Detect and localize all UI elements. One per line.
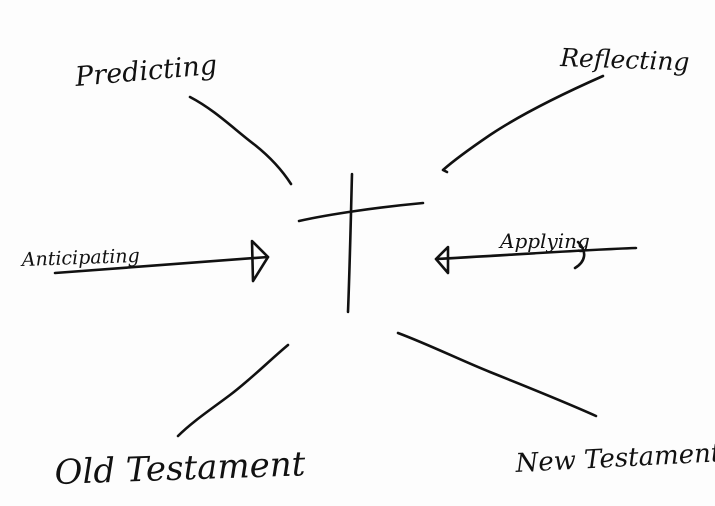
anticipating-arrow (53, 239, 270, 283)
applying-g-descender (573, 240, 586, 270)
applying-arrow (434, 240, 638, 275)
new-testament-connector-line (396, 331, 598, 418)
cross-vertical-beam (346, 172, 354, 314)
cross-horizontal-beam (297, 201, 425, 223)
label-reflecting: Reflecting (559, 43, 690, 77)
anticipating-arrow-shaft (53, 255, 270, 275)
applying-arrow-shaft (434, 246, 638, 261)
arrow-head-left-icon (434, 245, 450, 275)
label-predicting: Predicting (73, 50, 218, 93)
cross-icon (297, 172, 425, 314)
predicting-connector-line (188, 95, 293, 186)
label-new-testament: New Testament (514, 438, 715, 479)
old-testament-connector-line (176, 343, 290, 438)
label-old-testament: Old Testament (54, 444, 306, 493)
reflecting-connector-line (441, 74, 605, 174)
label-anticipating: Anticipating (19, 245, 140, 271)
arrow-head-right-icon (250, 239, 270, 283)
label-applying: Applying (498, 229, 590, 253)
